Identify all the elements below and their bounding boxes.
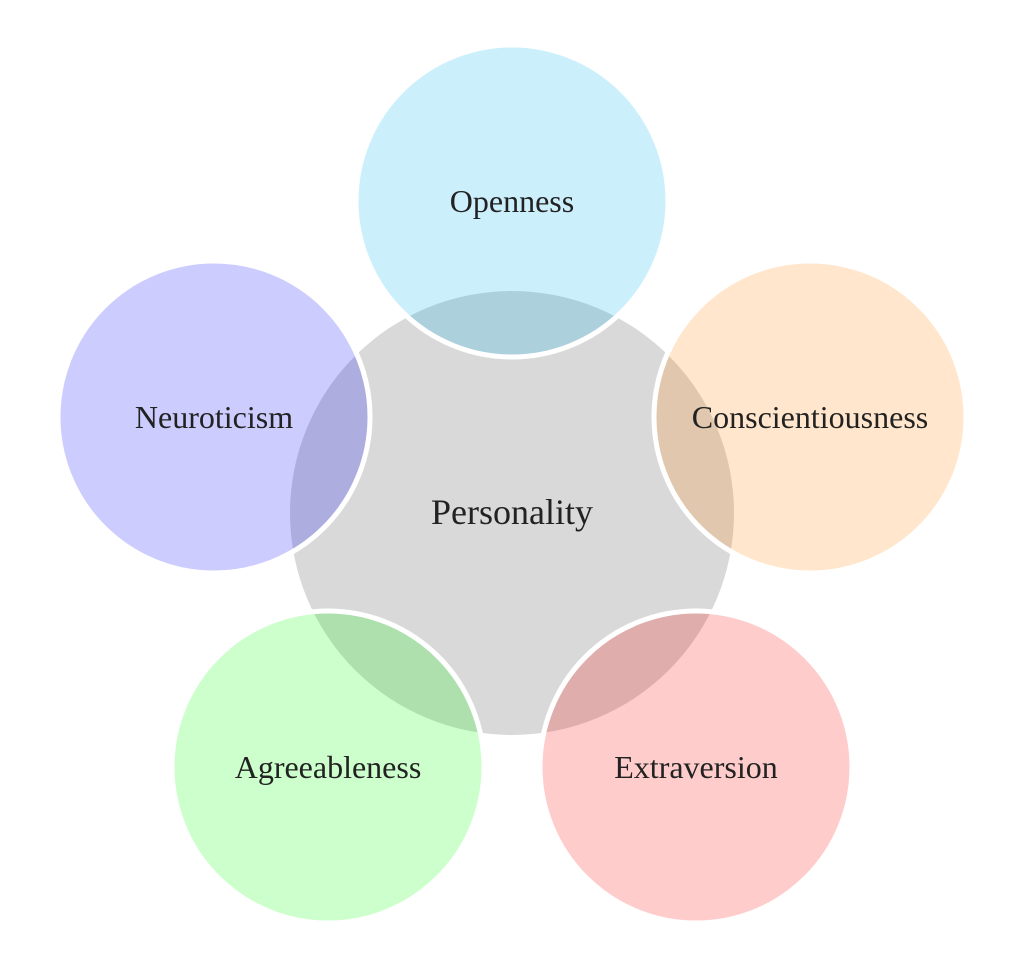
trait-node-extraversion: Extraversion — [537, 608, 855, 926]
trait-circle-conscientiousness — [651, 258, 969, 576]
trait-label-conscientiousness: Conscientiousness — [692, 399, 928, 435]
trait-node-openness: Openness — [353, 42, 671, 360]
center-label: Personality — [431, 492, 593, 532]
trait-label-extraversion: Extraversion — [614, 749, 778, 785]
trait-node-agreeableness: Agreeableness — [169, 608, 487, 926]
trait-circle-agreeableness — [169, 608, 487, 926]
center-circle — [290, 291, 734, 735]
trait-circle-extraversion — [537, 608, 855, 926]
trait-circle-openness — [353, 42, 671, 360]
trait-label-openness: Openness — [450, 183, 574, 219]
trait-label-neuroticism: Neuroticism — [135, 399, 293, 435]
trait-label-agreeableness: Agreeableness — [235, 749, 422, 785]
trait-node-neuroticism: Neuroticism — [55, 258, 373, 576]
trait-circle-neuroticism — [55, 258, 373, 576]
trait-node-conscientiousness: Conscientiousness — [651, 258, 969, 576]
